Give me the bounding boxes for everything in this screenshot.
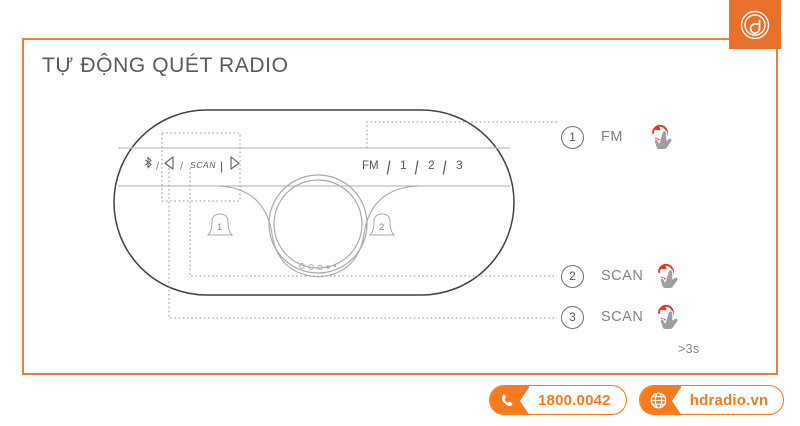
brand-logo-badge <box>729 0 781 49</box>
preset-sep-2: | <box>413 158 420 175</box>
scan-button-label: SCAN <box>190 160 216 170</box>
device-illustration: / / SCAN | FM | 1 | 2 | 3 <box>113 109 557 319</box>
preset-row: FM | 1 | 2 | 3 <box>362 158 463 176</box>
callout-label-2: SCAN <box>601 268 644 284</box>
phone-pill[interactable]: 1800.0042 <box>489 385 627 415</box>
knob-side-curves <box>217 185 419 278</box>
speaker-mark-2 <box>368 213 396 236</box>
next-track-icon <box>230 156 240 170</box>
page-title: TỰ ĐỘNG QUÉT RADIO <box>42 54 289 77</box>
callout-number-2: 2 <box>561 264 584 288</box>
phone-icon <box>490 386 530 414</box>
speaker-mark-2-label: 2 <box>379 222 384 233</box>
highlight-box-scan-group <box>161 132 241 202</box>
callout-row-1: 1 FM <box>561 122 681 152</box>
tap-hand-icon <box>653 302 687 332</box>
speaker-mark-1 <box>206 213 234 236</box>
previous-track-icon <box>164 156 174 170</box>
preset-2: 2 <box>428 158 435 172</box>
content-frame <box>22 38 778 375</box>
leader-line-1 <box>366 121 557 148</box>
bluetooth-icon <box>145 156 152 169</box>
callout-label-1: FM <box>601 129 623 145</box>
callout-row-2: 2 SCAN <box>561 261 687 291</box>
preset-3: 3 <box>456 158 463 172</box>
hold-duration-note: >3s <box>678 342 700 356</box>
panel-control-row: / / SCAN | <box>145 156 240 173</box>
preset-1: 1 <box>400 158 407 172</box>
website-pill[interactable]: hdradio.vn <box>638 385 785 415</box>
band-label: FM <box>362 160 379 172</box>
globe-icon <box>639 386 682 414</box>
callout-label-3: SCAN <box>601 309 644 325</box>
preset-sep-1: | <box>385 158 392 175</box>
status-led-dots <box>299 263 337 271</box>
preset-sep-3: | <box>441 158 448 175</box>
control-separator-1: / <box>156 161 160 173</box>
callout-row-3: 3 SCAN <box>561 302 687 332</box>
spiral-circle-logo-icon <box>739 9 771 41</box>
callout-number-1: 1 <box>561 125 584 149</box>
tap-hand-icon <box>647 122 681 152</box>
leader-line-3 <box>168 168 557 319</box>
phone-number: 1800.0042 <box>538 391 611 409</box>
tap-hand-icon <box>653 261 687 291</box>
footer-contact-bar: 1800.0042 hdradio.vn <box>489 385 785 415</box>
website-url: hdradio.vn <box>689 391 769 409</box>
volume-knob <box>268 174 368 274</box>
speaker-mark-1-label: 1 <box>217 222 222 233</box>
panel-separator-lines <box>118 147 510 187</box>
control-separator-3: | <box>220 159 223 173</box>
callout-number-3: 3 <box>561 305 584 329</box>
control-separator-2: / <box>180 161 184 173</box>
device-body <box>113 109 515 296</box>
